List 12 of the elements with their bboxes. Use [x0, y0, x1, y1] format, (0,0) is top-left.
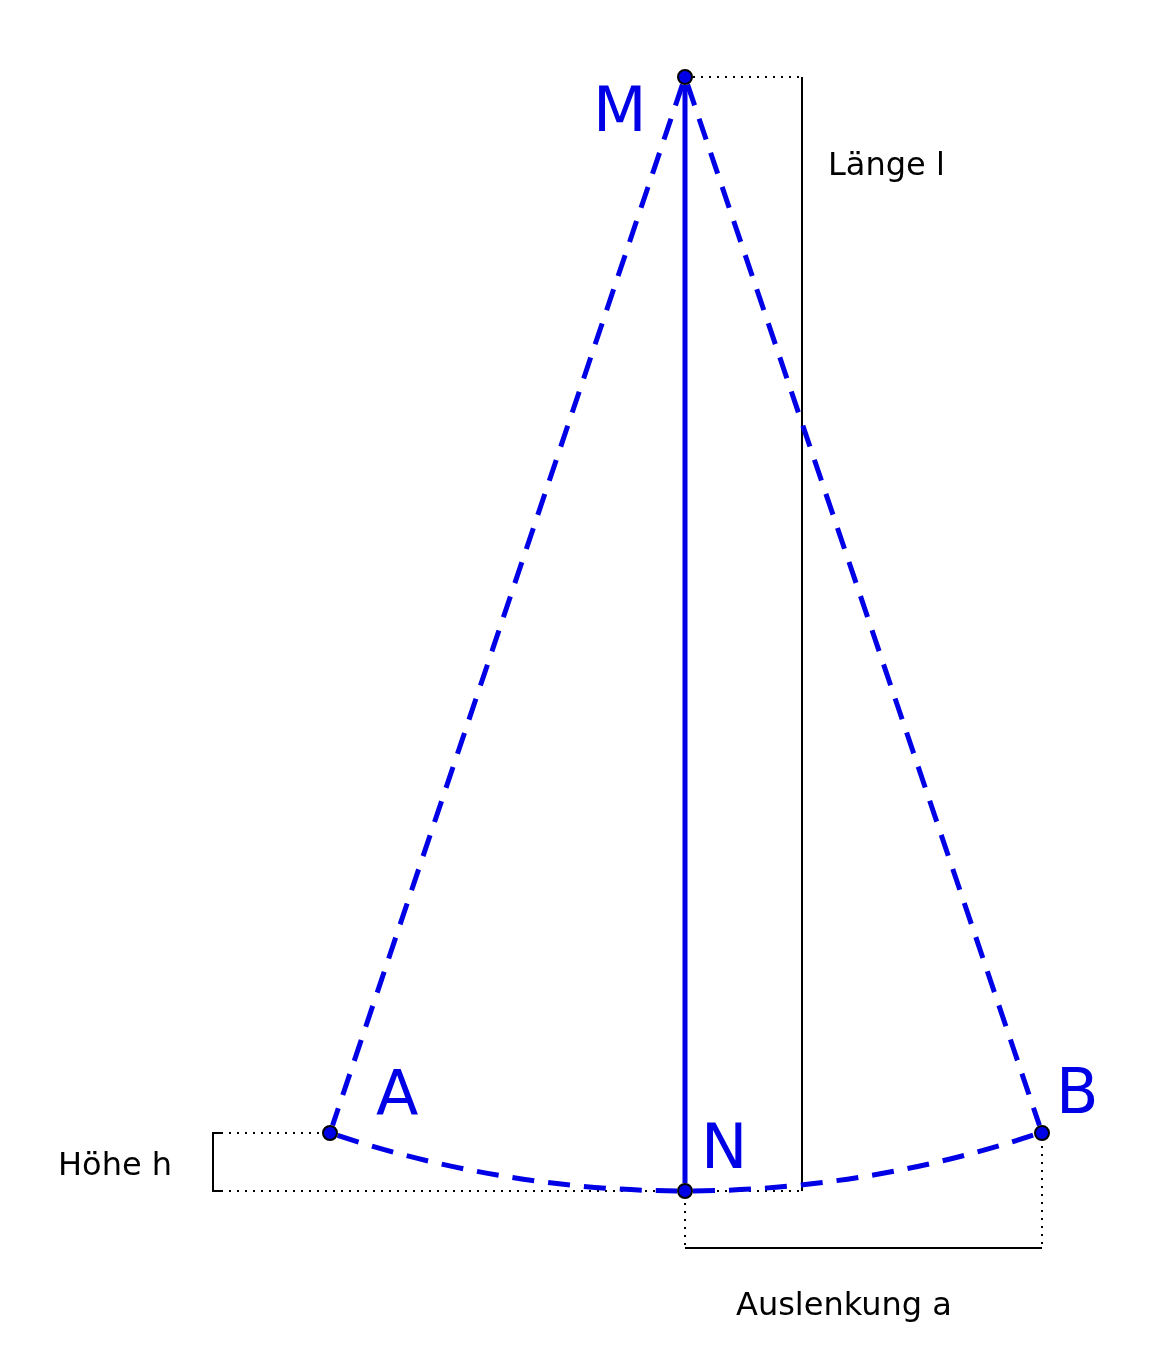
dashed-line	[336, 1133, 678, 1194]
dashed-line	[692, 1132, 1035, 1194]
dimension-label: Länge l	[828, 146, 945, 182]
dimension-label: Auslenkung a	[736, 1286, 952, 1322]
dashed-line	[330, 83, 685, 1127]
point-label: B	[1056, 1061, 1099, 1123]
dashed-line	[685, 83, 1042, 1127]
point-label: A	[376, 1063, 419, 1125]
pendulum-line	[682, 85, 688, 1183]
dimension-label: Höhe h	[58, 1146, 173, 1182]
point-label: M	[593, 79, 647, 141]
point-label: N	[701, 1116, 748, 1178]
